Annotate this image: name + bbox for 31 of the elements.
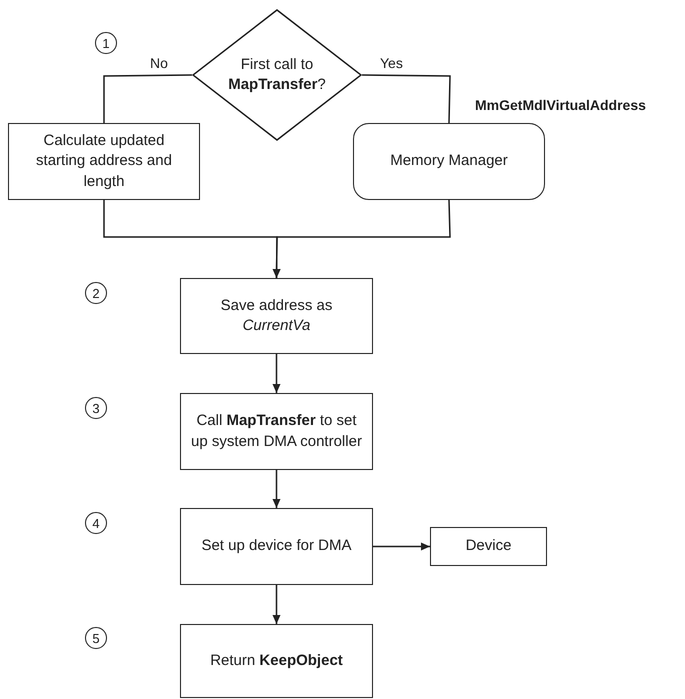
decision-diamond	[192, 9, 362, 141]
node-text: Set up device for DMA	[200, 536, 353, 556]
connector-line	[272, 470, 280, 508]
step-number: 2	[85, 282, 107, 304]
node-text: Call MapTransfer to set up system DMA controller	[190, 411, 363, 452]
connector-line	[272, 354, 280, 393]
step-number: 5	[85, 627, 107, 649]
node-text: Save address as CurrentVa	[220, 296, 334, 336]
node-text: Memory Manager	[389, 151, 509, 172]
connector-line	[272, 200, 451, 278]
node-text: Device	[464, 536, 512, 556]
step-number: 3	[85, 397, 107, 419]
step-number: 1	[95, 32, 117, 54]
process-box	[180, 624, 373, 698]
connector-line	[362, 74, 451, 124]
device-box	[430, 527, 547, 566]
connector-line	[103, 74, 192, 123]
step-number: 4	[85, 512, 107, 534]
process-box	[180, 278, 373, 354]
connector-line	[373, 542, 430, 550]
edge-label: Yes	[378, 56, 405, 70]
process-box	[180, 393, 373, 470]
node-text: First call to MapTransfer?	[227, 54, 327, 95]
process-box	[180, 508, 373, 585]
connector-line	[272, 585, 280, 624]
node-text: Return KeepObject	[209, 650, 344, 671]
process-box	[8, 123, 200, 200]
process-box	[353, 123, 545, 200]
edge-label: No	[148, 56, 170, 70]
function-name: MmGetMdlVirtualAddress	[475, 96, 646, 115]
node-text: Calculate updated starting address and length	[35, 131, 173, 192]
